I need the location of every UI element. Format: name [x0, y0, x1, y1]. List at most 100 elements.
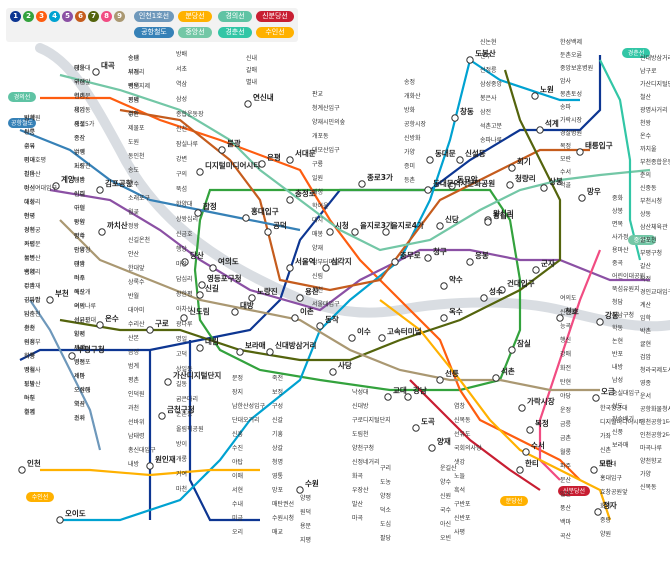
- station-label[interactable]: 탄현: [560, 378, 571, 386]
- transfer-dot[interactable]: [196, 168, 204, 176]
- transfer-dot[interactable]: [286, 196, 294, 204]
- station-label[interactable]: 망원: [74, 218, 85, 226]
- station-label[interactable]: 복정: [560, 143, 571, 150]
- station-label[interactable]: 봉천: [312, 286, 323, 294]
- legend-gyeongui[interactable]: 경의선: [218, 11, 252, 22]
- station-label[interactable]: 경인교대입구: [640, 288, 670, 296]
- station-label[interactable]: 면목: [612, 220, 624, 228]
- station-label[interactable]: 방화: [404, 106, 416, 114]
- station-label[interactable]: 산본: [128, 334, 140, 342]
- station-label-major[interactable]: 회기: [517, 156, 531, 166]
- station-label-major[interactable]: 도봉산: [475, 48, 496, 58]
- legend-incheon1[interactable]: 인천1호선: [134, 11, 174, 22]
- station-label[interactable]: 세마: [74, 372, 86, 380]
- station-label[interactable]: 경복궁: [24, 227, 41, 234]
- station-label[interactable]: 서현: [232, 486, 243, 494]
- station-label[interactable]: 쌍문: [24, 128, 36, 136]
- station-label[interactable]: 월롱: [560, 448, 572, 456]
- station-label-major[interactable]: 신대방삼거리: [275, 340, 316, 350]
- station-label[interactable]: 대흥: [74, 260, 86, 268]
- station-label[interactable]: 상천: [24, 226, 35, 234]
- station-label[interactable]: 증산: [74, 134, 86, 142]
- tag-sinbundang[interactable]: 신분당선: [563, 487, 585, 495]
- station-label[interactable]: 굽은다리: [176, 395, 198, 403]
- station-label[interactable]: 도농: [380, 479, 392, 486]
- transfer-dot[interactable]: [358, 180, 366, 188]
- station-label[interactable]: 양재: [312, 244, 323, 252]
- station-label[interactable]: 대청: [312, 188, 323, 196]
- transfer-dot[interactable]: [540, 184, 548, 192]
- transfer-dot[interactable]: [480, 294, 488, 302]
- station-label[interactable]: 상일동: [176, 365, 193, 373]
- station-label[interactable]: 연수: [128, 180, 140, 188]
- station-label[interactable]: 송도: [128, 166, 140, 174]
- transfer-dot[interactable]: [236, 348, 244, 356]
- transfer-dot[interactable]: [484, 218, 492, 226]
- station-label[interactable]: 가좌: [600, 432, 612, 440]
- station-label[interactable]: 의왕: [74, 302, 86, 310]
- tag-suin[interactable]: 수인선: [32, 493, 49, 501]
- station-label[interactable]: 구산: [74, 78, 86, 86]
- station-label[interactable]: 보라매: [612, 441, 629, 449]
- station-label[interactable]: 광나루: [176, 320, 193, 328]
- station-label[interactable]: 남성: [612, 376, 623, 384]
- station-label[interactable]: 진위: [74, 414, 85, 422]
- station-label-major[interactable]: 고속터미널: [387, 326, 422, 336]
- station-label[interactable]: 신대방삼거리: [640, 54, 670, 62]
- station-label[interactable]: 반포: [612, 350, 624, 358]
- line-1-badge[interactable]: 1: [10, 11, 21, 22]
- station-label[interactable]: 안산: [128, 250, 140, 258]
- station-label[interactable]: 구리: [380, 464, 391, 472]
- station-label[interactable]: 지축: [24, 310, 36, 318]
- station-label[interactable]: 대야미: [128, 306, 145, 314]
- station-label-major[interactable]: 종로3가: [367, 172, 393, 182]
- station-label-major[interactable]: 수원: [305, 478, 319, 488]
- station-label[interactable]: 신반포: [454, 514, 471, 522]
- station-label[interactable]: 갈매: [246, 66, 257, 74]
- station-label[interactable]: 제물포: [128, 124, 145, 132]
- station-label-major[interactable]: 은평: [267, 152, 281, 162]
- transfer-dot[interactable]: [436, 376, 444, 384]
- station-label-major[interactable]: 디지털미디어시티: [205, 160, 260, 170]
- station-label-major[interactable]: 계양: [61, 174, 75, 184]
- station-label[interactable]: 신이문: [74, 92, 91, 100]
- station-label[interactable]: 경찰병원: [560, 129, 582, 137]
- station-label[interactable]: 역삼: [176, 80, 188, 88]
- station-label[interactable]: 강변: [176, 155, 187, 163]
- station-label[interactable]: 문산: [560, 476, 572, 484]
- transfer-dot[interactable]: [436, 222, 444, 230]
- transfer-dot[interactable]: [556, 314, 564, 322]
- station-label-major[interactable]: 망우: [587, 186, 601, 196]
- station-label[interactable]: 증미: [404, 162, 415, 170]
- transfer-dot[interactable]: [286, 264, 294, 272]
- station-label[interactable]: 운길산: [440, 464, 457, 472]
- station-label[interactable]: 고덕: [176, 351, 187, 358]
- station-label[interactable]: 오빈: [440, 534, 451, 542]
- station-label[interactable]: 애오개: [74, 288, 91, 296]
- line-6-badge[interactable]: 6: [75, 11, 86, 22]
- transfer-dot[interactable]: [536, 126, 544, 134]
- station-label-major[interactable]: 석계: [545, 118, 559, 128]
- station-label-major[interactable]: 노원: [540, 84, 554, 94]
- station-label[interactable]: 마곡나루: [640, 444, 663, 452]
- station-label[interactable]: 신중동: [640, 184, 657, 192]
- station-label[interactable]: 월곶: [128, 208, 140, 216]
- transfer-dot[interactable]: [378, 334, 386, 342]
- transfer-dot[interactable]: [326, 228, 334, 236]
- station-label[interactable]: 송탄: [128, 54, 140, 62]
- station-label[interactable]: 남태령: [128, 432, 145, 440]
- station-label[interactable]: 국수: [440, 507, 452, 514]
- transfer-dot[interactable]: [424, 254, 432, 262]
- station-label[interactable]: 판교: [312, 90, 324, 98]
- station-label[interactable]: 귤현: [640, 340, 651, 348]
- station-label[interactable]: 청평: [24, 212, 35, 220]
- station-label[interactable]: 남한산성입구: [232, 402, 266, 410]
- station-label[interactable]: 병점: [74, 358, 85, 366]
- line-2-badge[interactable]: 2: [23, 11, 34, 22]
- station-label-major[interactable]: 건대입구: [507, 278, 535, 288]
- station-label[interactable]: 거여: [176, 470, 187, 478]
- transfer-dot[interactable]: [56, 516, 64, 524]
- station-label[interactable]: 뚝섬유원지: [612, 285, 640, 293]
- station-label[interactable]: 기흥: [272, 430, 284, 438]
- station-label[interactable]: 길음: [24, 170, 36, 178]
